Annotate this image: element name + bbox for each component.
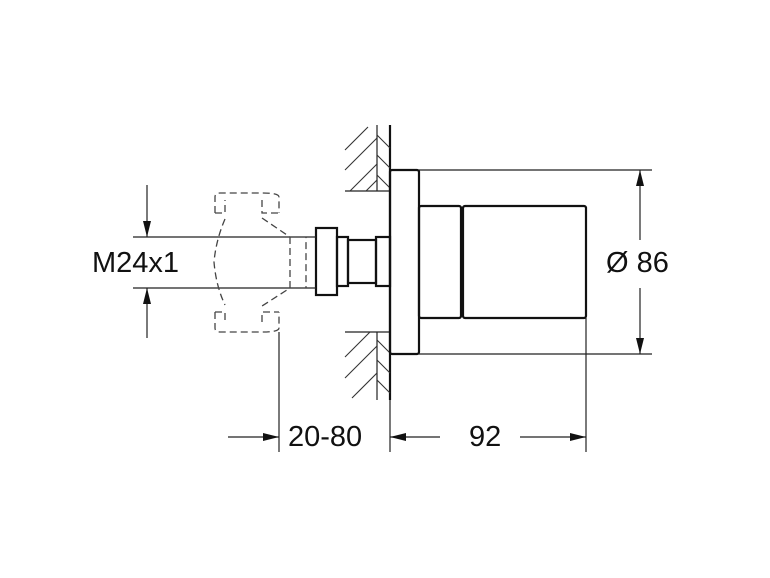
- fitting: [314, 168, 588, 356]
- diameter-dimension-label: Ø 86: [606, 247, 669, 279]
- wall-section: [344, 125, 392, 400]
- projection-dimension-label: 92: [469, 421, 502, 453]
- thread-dimension-label: M24x1: [92, 247, 180, 279]
- concealed-valve-outline: [213, 192, 307, 333]
- wall-depth-dimension-label: 20-80: [288, 421, 363, 453]
